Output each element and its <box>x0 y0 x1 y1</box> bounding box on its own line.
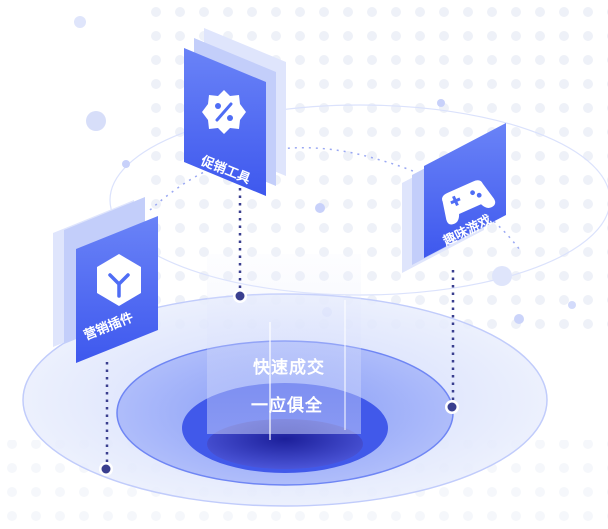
connector-dot <box>235 291 245 301</box>
bubble <box>122 160 130 168</box>
bubble <box>86 111 106 131</box>
bubble <box>437 99 445 107</box>
bubble <box>514 314 524 324</box>
bubble <box>492 266 512 286</box>
connector-dot <box>447 402 457 412</box>
card-marketing-plugin: 营销插件 <box>53 197 158 363</box>
orbit-dotted-path <box>149 146 521 251</box>
bubble <box>315 203 325 213</box>
bubble <box>74 16 86 28</box>
center-headline-line2: 一应俱全 <box>251 395 323 416</box>
gamepad-icon <box>442 180 496 225</box>
bubble <box>568 301 576 309</box>
card-fun-games: 趣味游戏 <box>402 123 506 273</box>
percent-badge-icon <box>202 90 246 134</box>
light-beam <box>207 254 361 434</box>
cube-plugin-icon <box>97 254 141 306</box>
center-headline-line1: 快速成交 <box>253 357 325 378</box>
connector-dot <box>101 464 111 474</box>
